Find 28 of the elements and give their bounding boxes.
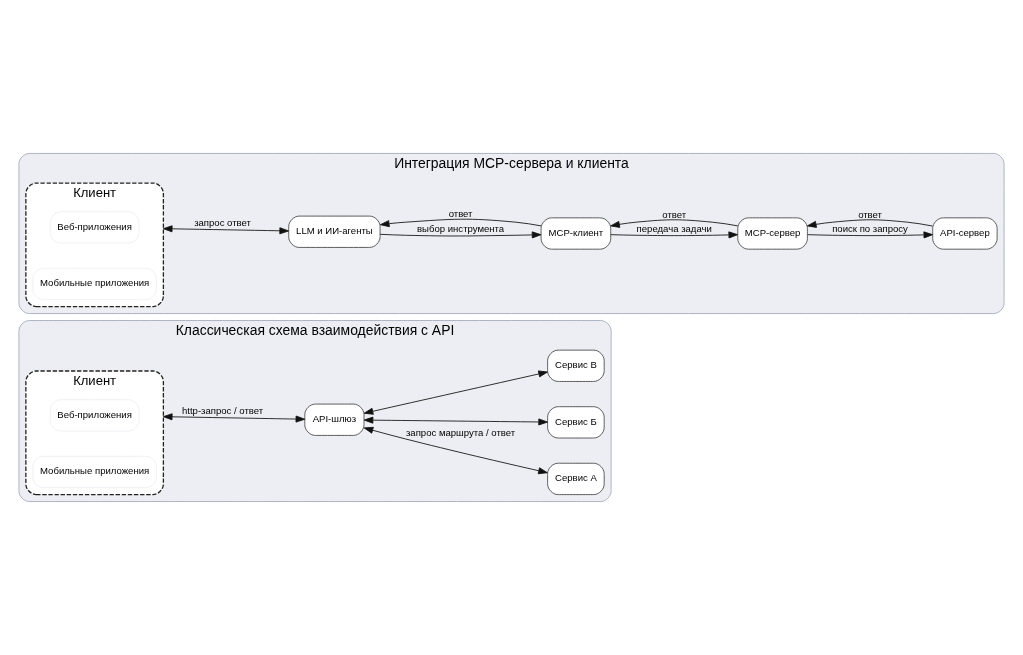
arrow bbox=[363, 370, 548, 415]
arrow bbox=[807, 231, 934, 239]
edge-label: ответ bbox=[858, 208, 882, 220]
node-box: Сервис Б bbox=[547, 406, 605, 439]
arrow bbox=[610, 219, 739, 228]
edge-label: http-запрос / ответ bbox=[181, 405, 264, 417]
node-box: Сервис В bbox=[547, 349, 605, 382]
arrow bbox=[806, 219, 933, 228]
edge-label: ответ bbox=[448, 207, 473, 219]
arrow bbox=[379, 231, 542, 239]
arrow bbox=[610, 231, 739, 239]
node-box: API-сервер bbox=[932, 217, 998, 250]
edge-label: запрос ответ bbox=[194, 217, 251, 229]
node-box: MCP-сервер bbox=[737, 217, 808, 250]
node-box: LLM и ИИ-агенты bbox=[288, 215, 381, 248]
node-box: MCP-клиент bbox=[540, 217, 612, 250]
arrow bbox=[363, 426, 548, 475]
edge-label: передача задачи bbox=[636, 223, 712, 235]
arrow bbox=[162, 225, 289, 235]
edge-label: выбор инструмента bbox=[417, 223, 505, 235]
edge-label: поиск по запросу bbox=[832, 223, 908, 235]
node-box: Сервис А bbox=[547, 462, 605, 496]
edge-label: ответ bbox=[662, 208, 687, 220]
arrow bbox=[379, 218, 542, 228]
arrow bbox=[363, 416, 548, 426]
arrow bbox=[162, 413, 306, 423]
edge-label: запрос маршрута / ответ bbox=[405, 427, 516, 439]
node-box: API-шлюз bbox=[304, 403, 365, 436]
